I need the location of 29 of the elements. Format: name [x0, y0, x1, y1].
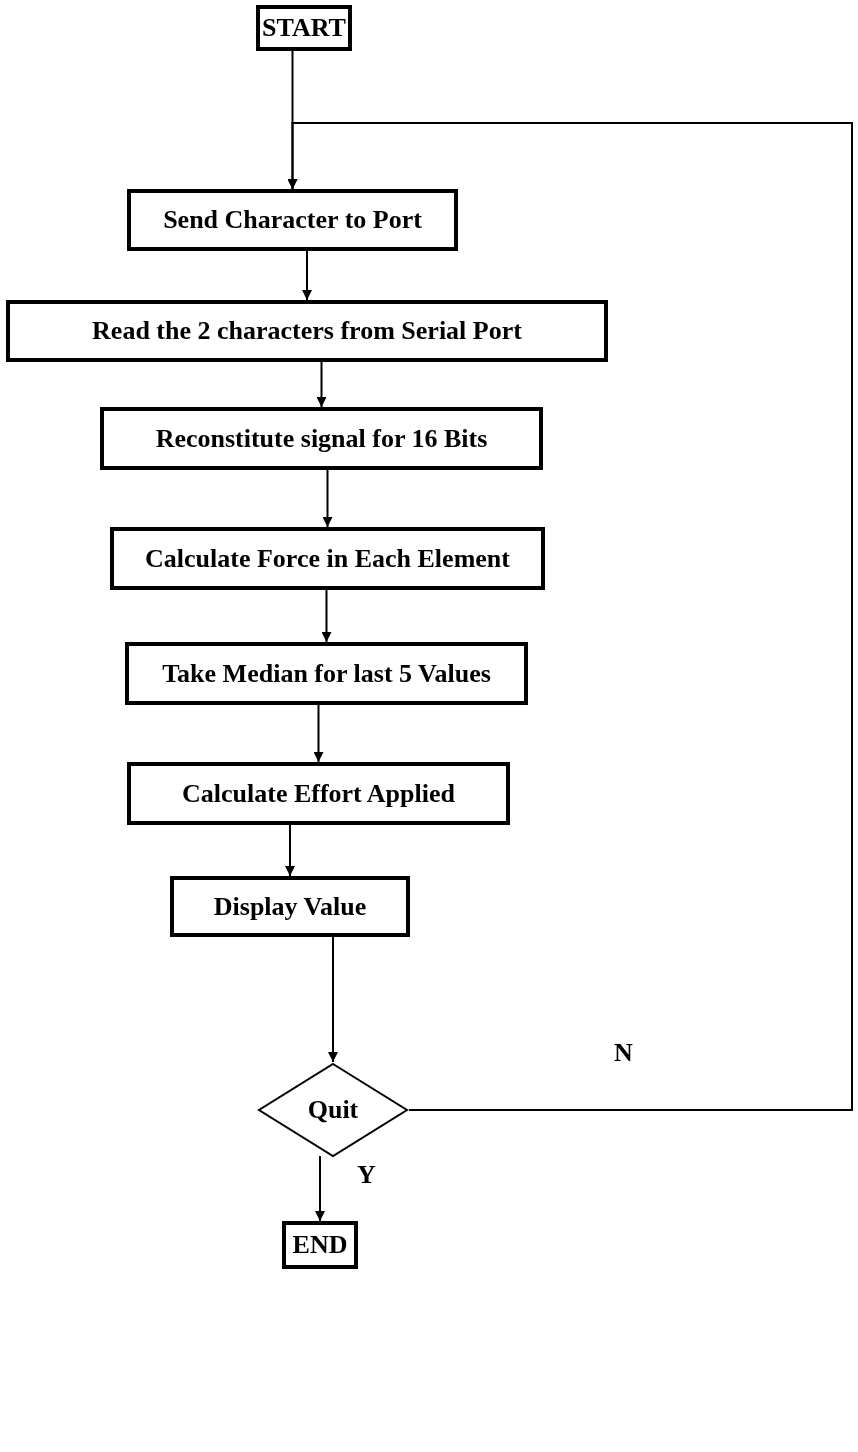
arrow: [322, 469, 333, 528]
process-box: [125, 642, 528, 705]
node-label: Reconstitute signal for 16 Bits: [155, 423, 488, 454]
arrow: [287, 122, 853, 1111]
node-label: Take Median for last 5 Values: [162, 658, 491, 689]
decision-diamond: [257, 1062, 409, 1158]
process-box: [256, 5, 352, 51]
arrow: [315, 1155, 325, 1222]
process-box: [100, 407, 543, 470]
arrow: [302, 250, 312, 301]
process-box: [127, 762, 510, 825]
node-label: Quit: [307, 1095, 359, 1125]
process-box: [110, 527, 545, 590]
process-box: [127, 189, 458, 251]
node-label: Read the 2 characters from Serial Port: [92, 316, 522, 346]
node-label: Send Character to Port: [163, 205, 422, 235]
process-box: [6, 300, 608, 362]
arrow: [313, 704, 324, 763]
arrow: [321, 589, 332, 643]
process-box: [282, 1221, 358, 1269]
node-label: END: [292, 1230, 348, 1260]
node-label: START: [262, 13, 346, 43]
node-label: Calculate Force in Each Element: [145, 543, 510, 574]
arrow: [316, 361, 327, 408]
arrow: [328, 936, 338, 1063]
node-label: Display Value: [213, 891, 367, 922]
node-label: Calculate Effort Applied: [182, 778, 455, 809]
process-box: [170, 876, 410, 937]
arrow: [285, 824, 295, 877]
